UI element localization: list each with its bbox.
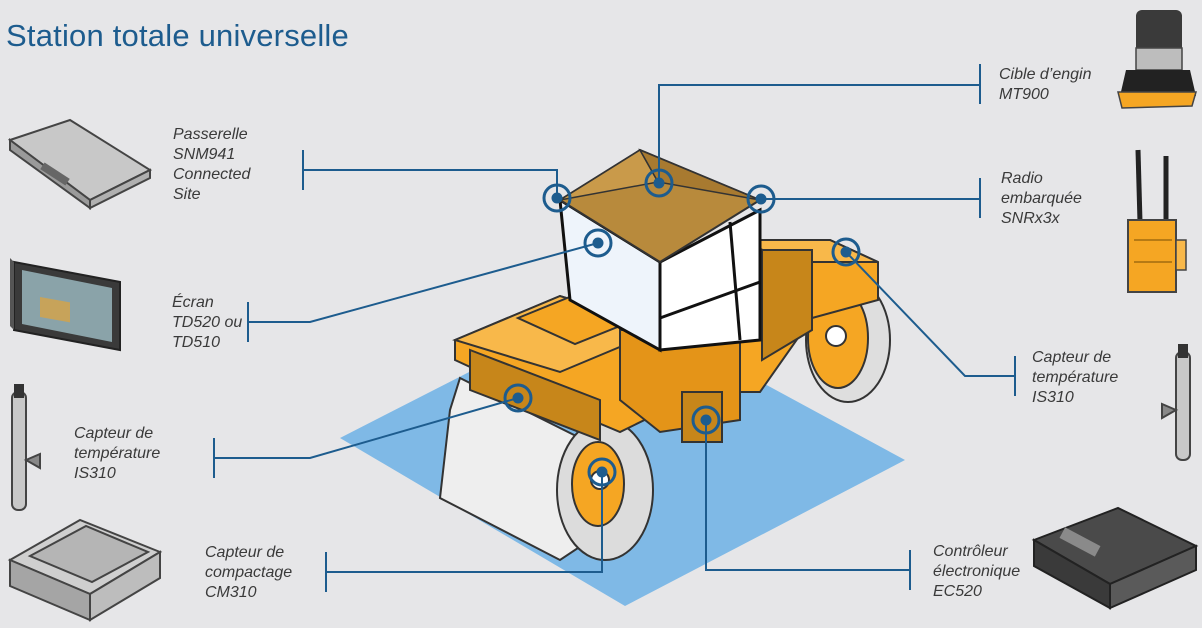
temperature-sensor-icon <box>1162 344 1190 460</box>
tablet-display-icon <box>10 258 120 350</box>
label-line: CM310 <box>205 583 292 603</box>
gateway-device-icon <box>10 120 150 208</box>
label-line: Contrôleur <box>933 542 1020 562</box>
antenna-radio-icon <box>1128 150 1186 292</box>
label-line: Capteur de <box>74 424 160 444</box>
compaction-sensor-icon <box>10 520 160 620</box>
label-line: électronique <box>933 562 1020 582</box>
label-line: Capteur de <box>1032 348 1118 368</box>
label-temp-left: Capteur de température IS310 <box>74 424 160 484</box>
label-line: IS310 <box>1032 388 1118 408</box>
label-line: TD520 ou <box>172 313 242 333</box>
label-line: IS310 <box>74 464 160 484</box>
label-line: Écran <box>172 293 242 313</box>
label-line: température <box>1032 368 1118 388</box>
label-line: SNRx3x <box>1001 209 1082 229</box>
label-line: SNM941 <box>173 145 250 165</box>
label-controller: Contrôleur électronique EC520 <box>933 542 1020 602</box>
label-line: compactage <box>205 563 292 583</box>
label-compaction: Capteur de compactage CM310 <box>205 543 292 603</box>
label-target: Cible d’engin MT900 <box>999 65 1092 105</box>
label-line: Capteur de <box>205 543 292 563</box>
label-line: MT900 <box>999 85 1092 105</box>
machine-target-icon <box>1118 10 1196 108</box>
label-temp-right: Capteur de température IS310 <box>1032 348 1118 408</box>
electronic-controller-icon <box>1034 508 1196 608</box>
label-line: Radio <box>1001 169 1082 189</box>
label-line: embarquée <box>1001 189 1082 209</box>
temperature-sensor-icon <box>12 384 40 510</box>
label-line: Cible d’engin <box>999 65 1092 85</box>
label-line: TD510 <box>172 333 242 353</box>
label-line: température <box>74 444 160 464</box>
label-radio: Radio embarquée SNRx3x <box>1001 169 1082 229</box>
label-line: EC520 <box>933 582 1020 602</box>
label-line: Site <box>173 185 250 205</box>
label-line: Connected <box>173 165 250 185</box>
label-display: Écran TD520 ou TD510 <box>172 293 242 353</box>
label-line: Passerelle <box>173 125 250 145</box>
label-gateway: Passerelle SNM941 Connected Site <box>173 125 250 205</box>
